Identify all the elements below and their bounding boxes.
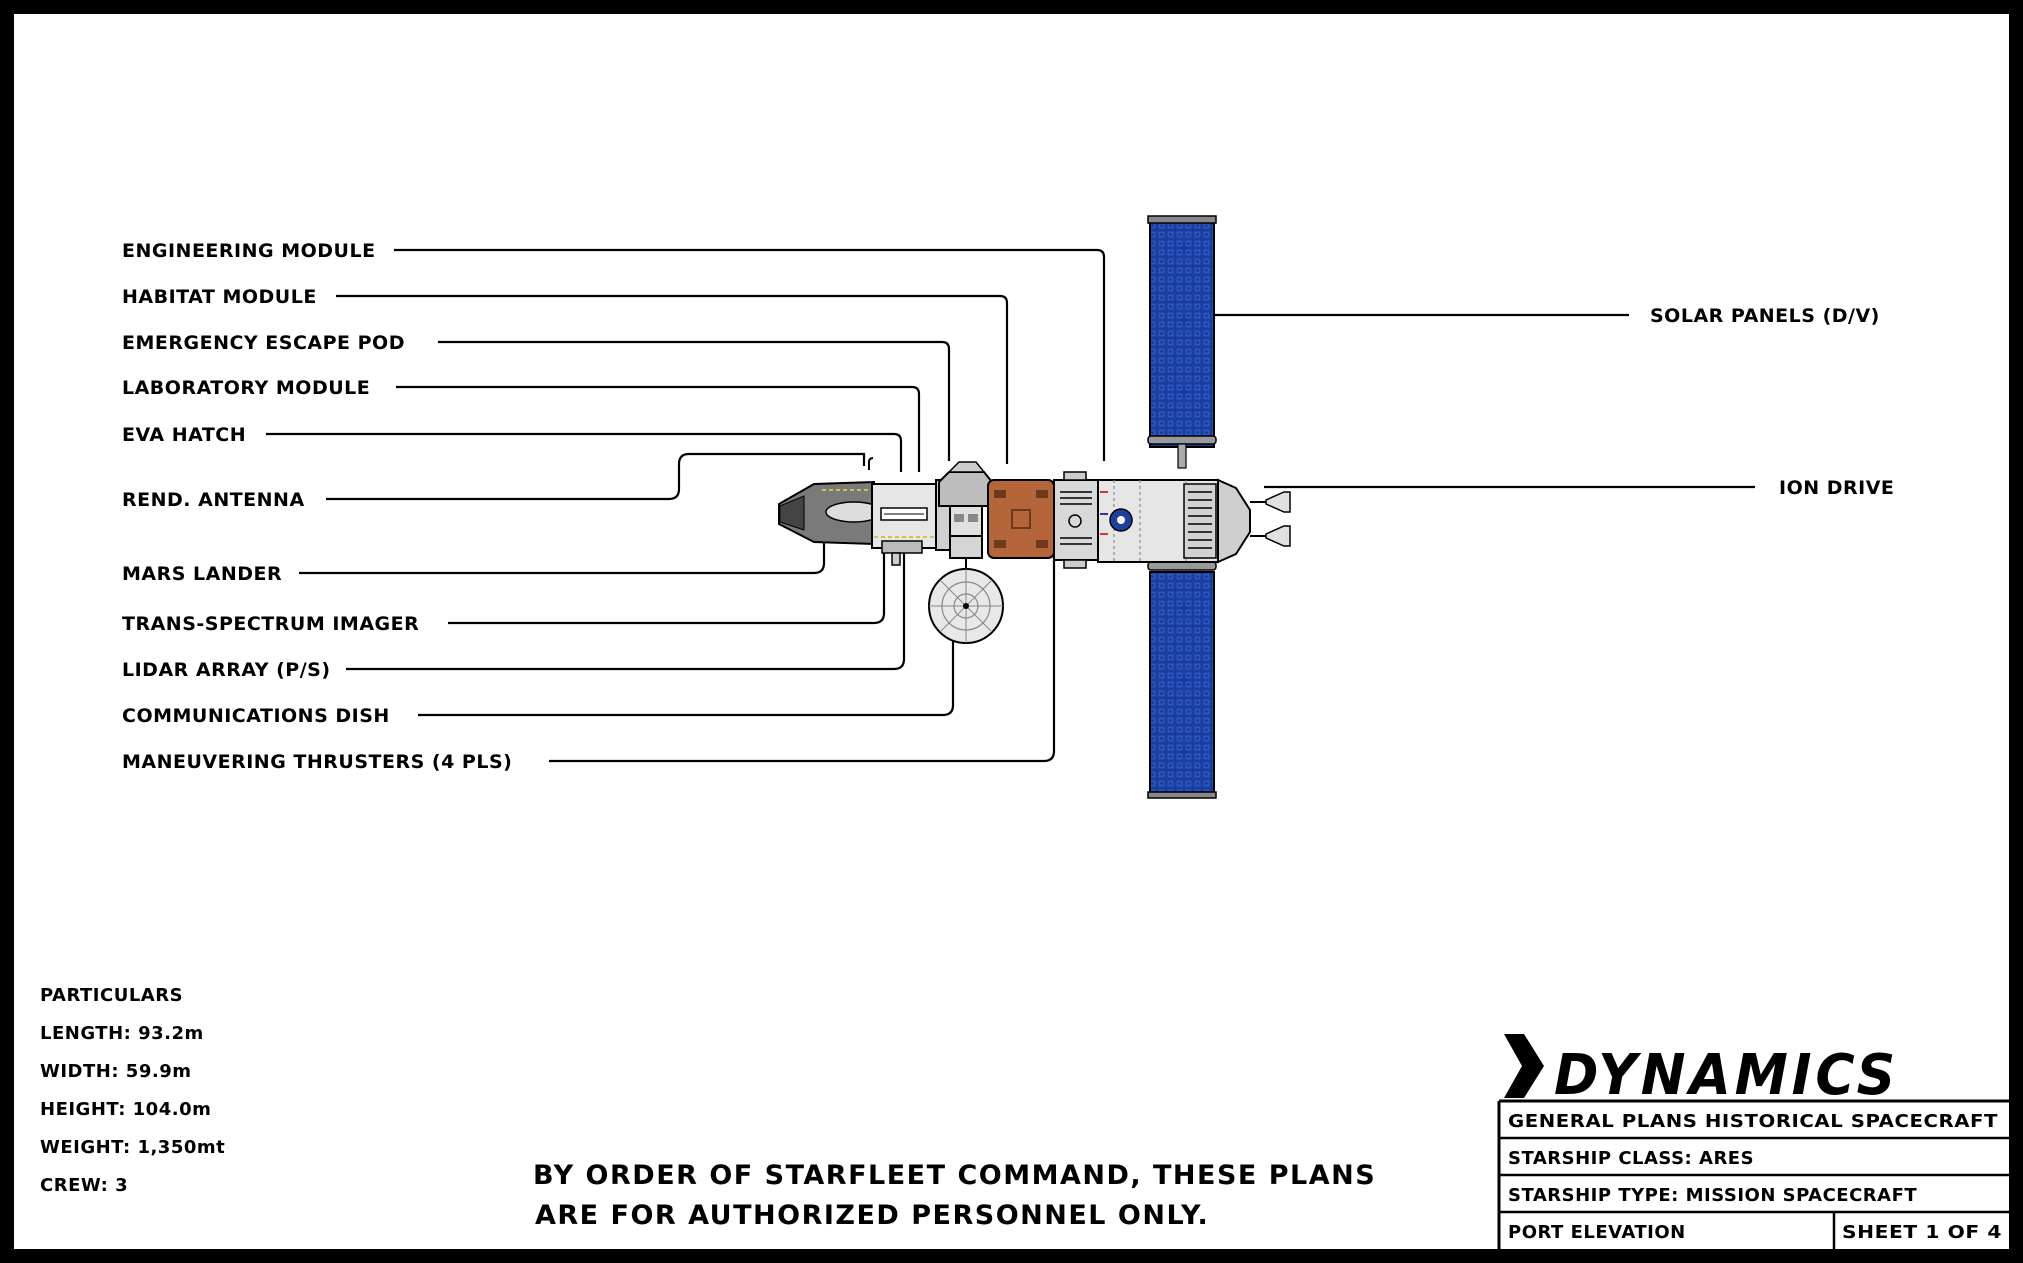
solar-panel-ventral	[1147, 541, 1217, 799]
notice-line-1: BY ORDER OF STARFLEET COMMAND, THESE PLA…	[533, 1160, 1376, 1191]
particulars-weight: WEIGHT: 1,350mt	[40, 1137, 225, 1158]
drive-section	[1097, 479, 1219, 563]
communications-dish	[928, 558, 1004, 644]
particulars: PARTICULARS LENGTH: 93.2m WIDTH: 59.9m H…	[40, 985, 225, 1196]
left-callouts: ENGINEERING MODULE HABITAT MODULE EMERGE…	[122, 240, 512, 773]
title-block-starship-type: STARSHIP TYPE: MISSION SPACECRAFT	[1508, 1185, 1917, 1206]
callout-mars-lander: MARS LANDER	[122, 563, 282, 585]
callout-trans-spectrum-imager: TRANS-SPECTRUM IMAGER	[122, 613, 419, 635]
particulars-crew: CREW: 3	[40, 1175, 128, 1196]
callout-laboratory-module: LABORATORY MODULE	[122, 377, 370, 399]
leader-lines	[266, 248, 1755, 763]
engineering-module	[1053, 471, 1099, 569]
particulars-height: HEIGHT: 104.0m	[40, 1099, 211, 1120]
dynamics-logo: DYNAMICS	[1554, 1043, 1899, 1108]
particulars-length: LENGTH: 93.2m	[40, 1023, 204, 1044]
callout-lidar-array: LIDAR ARRAY (P/S)	[122, 659, 331, 681]
callout-eva-hatch: EVA HATCH	[122, 424, 246, 446]
callout-habitat-module: HABITAT MODULE	[122, 286, 317, 308]
callout-engineering-module: ENGINEERING MODULE	[122, 240, 376, 262]
spacecraft-blueprint: ENGINEERING MODULE HABITAT MODULE EMERGE…	[40, 215, 2009, 1249]
callout-solar-panels: SOLAR PANELS (D/V)	[1650, 305, 1880, 327]
title-block-starship-class: STARSHIP CLASS: ARES	[1508, 1148, 1754, 1169]
callout-communications-dish: COMMUNICATIONS DISH	[122, 705, 390, 727]
callout-emergency-escape-pod: EMERGENCY ESCAPE POD	[122, 332, 405, 354]
mars-lander	[778, 480, 937, 566]
title-block: DYNAMICS GENERAL PLANS HISTORICAL SPACEC…	[1497, 1034, 2009, 1249]
notice-line-2: ARE FOR AUTHORIZED PERSONNEL ONLY.	[535, 1200, 1209, 1231]
callout-maneuvering-thrusters: MANEUVERING THRUSTERS (4 PLS)	[122, 751, 512, 773]
particulars-width: WIDTH: 59.9m	[40, 1061, 191, 1082]
ion-drive	[1217, 478, 1291, 564]
security-notice: BY ORDER OF STARFLEET COMMAND, THESE PLA…	[533, 1160, 1376, 1231]
drawing-sheet: ENGINEERING MODULE HABITAT MODULE EMERGE…	[14, 14, 2009, 1249]
callout-ion-drive: ION DRIVE	[1779, 477, 1894, 499]
callout-rend-antenna: REND. ANTENNA	[122, 489, 305, 511]
title-block-view: PORT ELEVATION	[1508, 1222, 1686, 1243]
right-callouts: SOLAR PANELS (D/V) ION DRIVE	[1650, 305, 1894, 499]
dynamics-logo-chevron-icon	[1504, 1034, 1544, 1098]
particulars-heading: PARTICULARS	[40, 985, 183, 1006]
escape-pod	[938, 461, 993, 559]
habitat-module	[987, 479, 1055, 559]
solar-panel-dorsal	[1147, 215, 1217, 469]
title-block-general-plans: GENERAL PLANS HISTORICAL SPACECRAFT	[1508, 1111, 1998, 1132]
spacecraft	[778, 215, 1291, 799]
title-block-sheet-number: SHEET 1 OF 4	[1842, 1222, 2002, 1243]
